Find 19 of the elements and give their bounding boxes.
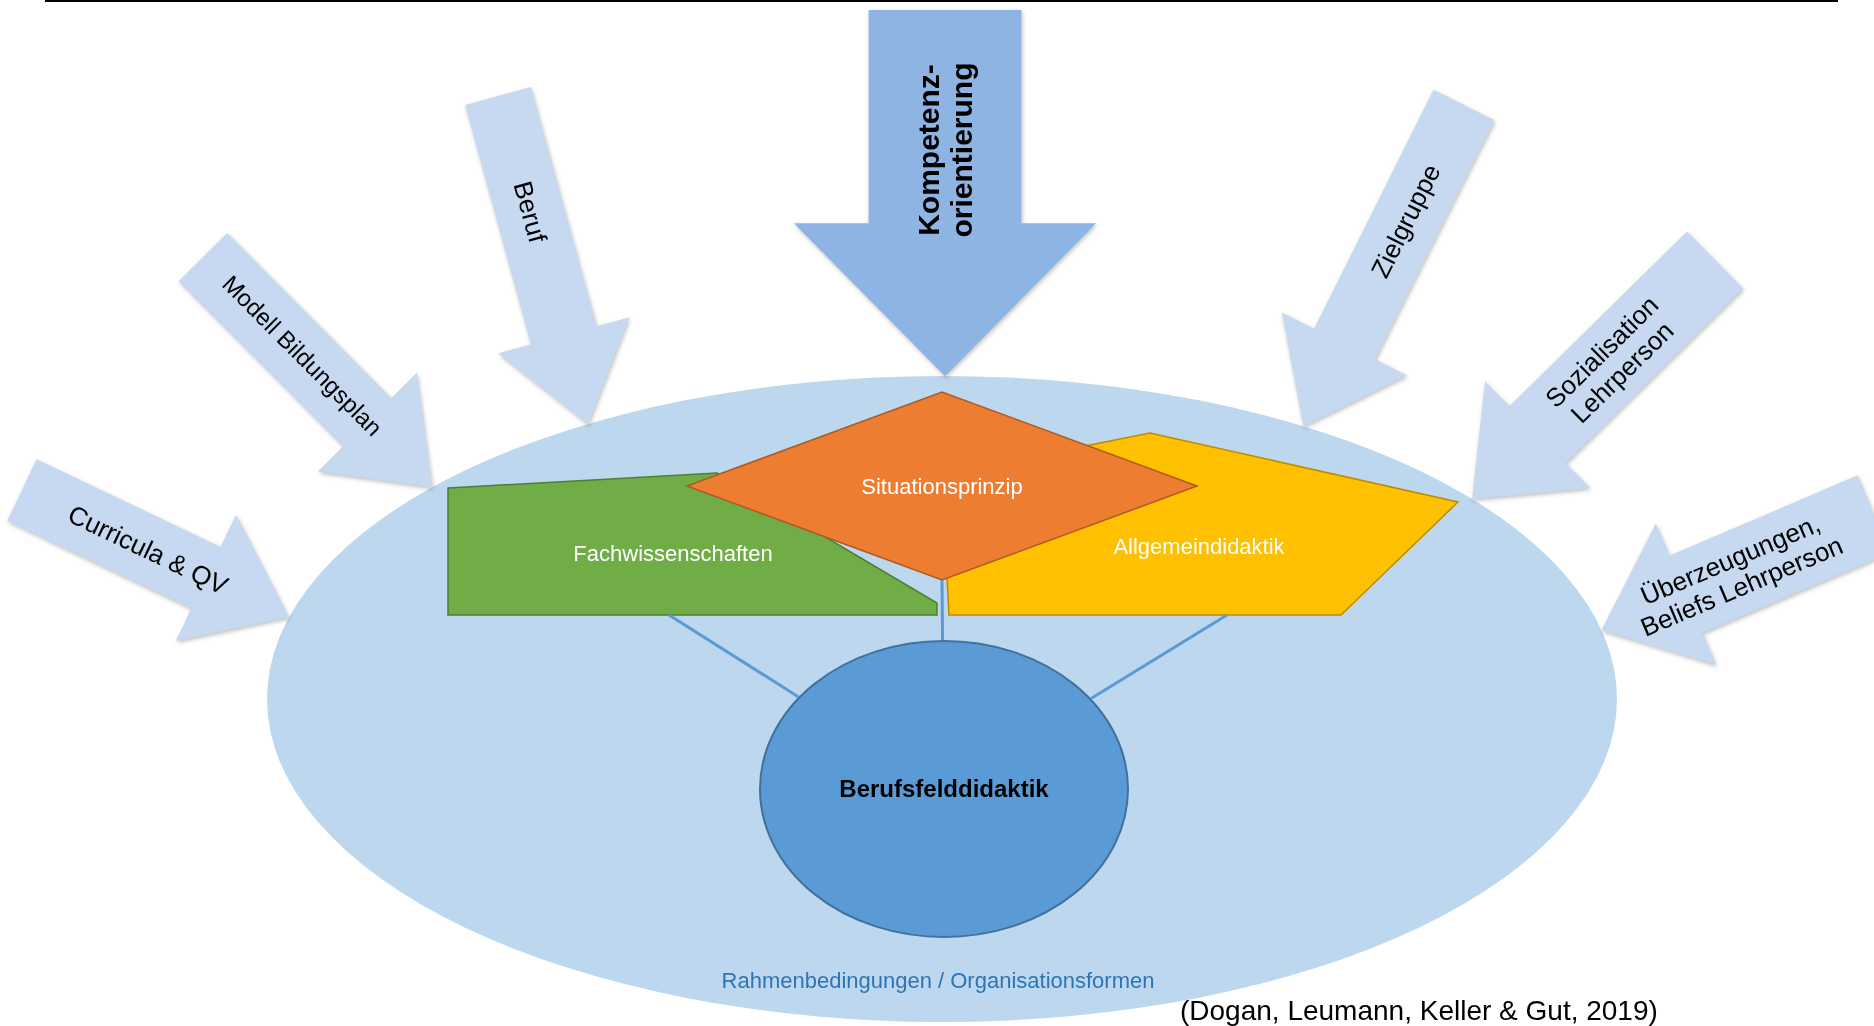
block-arrow: [1601, 475, 1874, 665]
connector-line: [1090, 613, 1228, 700]
block-arrow: [178, 233, 433, 488]
shape-label: Fachwissenschaften: [573, 539, 773, 568]
block-arrow: [465, 87, 630, 424]
citation-text: (Dogan, Leumann, Keller & Gut, 2019): [1180, 994, 1658, 1026]
shape-label: Berufsfelddidaktik: [839, 774, 1049, 804]
arrow-label: Kompetenz- orientierung: [912, 61, 978, 240]
block-arrow: [1472, 231, 1743, 500]
shape-label: Rahmenbedingungen / Organisationsformen: [721, 966, 1155, 995]
circle-shape: [759, 640, 1129, 938]
arrow-label: Beruf: [506, 176, 554, 248]
block-arrow: [7, 459, 290, 641]
shape-label: Allgemeindidaktik: [1113, 532, 1285, 561]
shape-label: Situationsprinzip: [861, 472, 1023, 501]
block-arrow: [1281, 89, 1495, 427]
connector-line: [940, 580, 945, 640]
connector-line: [668, 613, 800, 699]
block-arrow: [793, 10, 1097, 376]
